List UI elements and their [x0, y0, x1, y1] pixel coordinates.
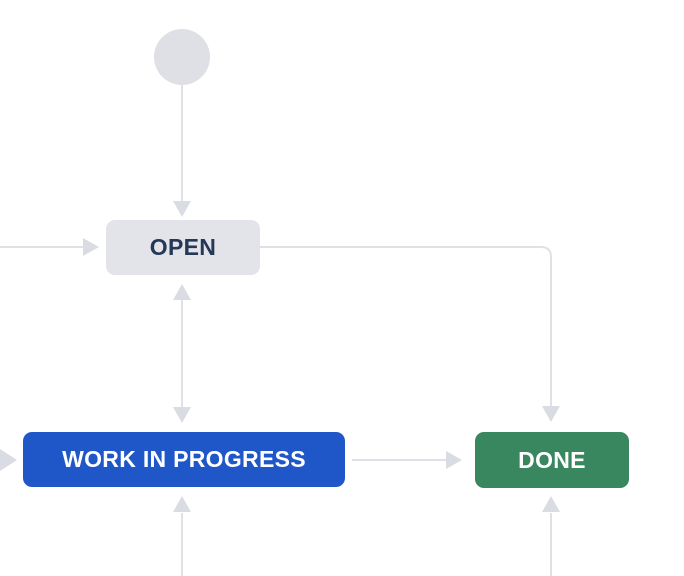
status-label-open: OPEN [149, 234, 217, 260]
edge-offscreen-left-to-open [0, 238, 99, 256]
status-node-work-in-progress[interactable]: WORK IN PROGRESS [23, 432, 345, 487]
edge-open-to-done [260, 246, 560, 422]
edge-start-to-open [173, 85, 191, 217]
status-node-open[interactable]: OPEN [106, 220, 260, 275]
start-node-circle[interactable] [154, 29, 210, 85]
edge-open-workinprogress-bidirectional [173, 284, 191, 423]
edge-offscreen-left-to-workinprogress [0, 449, 17, 471]
edge-offscreen-bottom-to-done [542, 496, 560, 576]
edge-offscreen-bottom-to-workinprogress [173, 496, 191, 576]
status-node-done[interactable]: DONE [475, 432, 629, 488]
status-label-work-in-progress: WORK IN PROGRESS [62, 446, 306, 472]
edge-workinprogress-to-done [352, 451, 462, 469]
status-label-done: DONE [518, 446, 586, 473]
